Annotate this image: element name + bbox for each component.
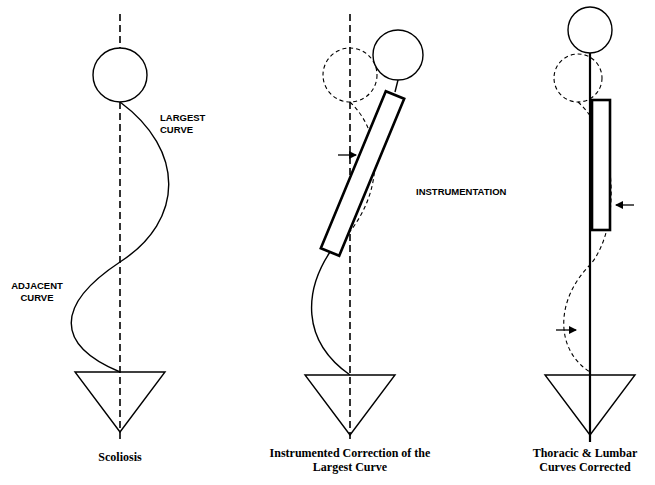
spine-curve (312, 252, 350, 375)
instrumentation-rod (321, 91, 404, 256)
instrumentation-label: INSTRUMENTATION (416, 186, 531, 198)
force-arrow (338, 154, 356, 155)
force-arrow (556, 329, 576, 330)
pelvis-triangle (305, 375, 395, 435)
head-circle (93, 48, 147, 102)
original-head (323, 48, 377, 102)
neck-line (395, 80, 398, 92)
curve-label: ADJACENT CURVE (5, 280, 69, 304)
figure-caption: Scoliosis (50, 450, 190, 464)
figure-caption: Thoracic & Lumbar Curves Corrected (522, 446, 648, 474)
original-head (554, 54, 602, 102)
pelvis-triangle (75, 372, 165, 432)
figure-caption: Instrumented Correction of the Largest C… (255, 446, 445, 474)
head-circle (568, 7, 612, 53)
head-circle (373, 30, 423, 80)
curve-label: LARGEST CURVE (160, 112, 220, 136)
pelvis-triangle (545, 375, 635, 435)
spine-curve (71, 102, 169, 372)
force-arrow (616, 204, 634, 205)
instrumentation-rod (592, 100, 610, 230)
